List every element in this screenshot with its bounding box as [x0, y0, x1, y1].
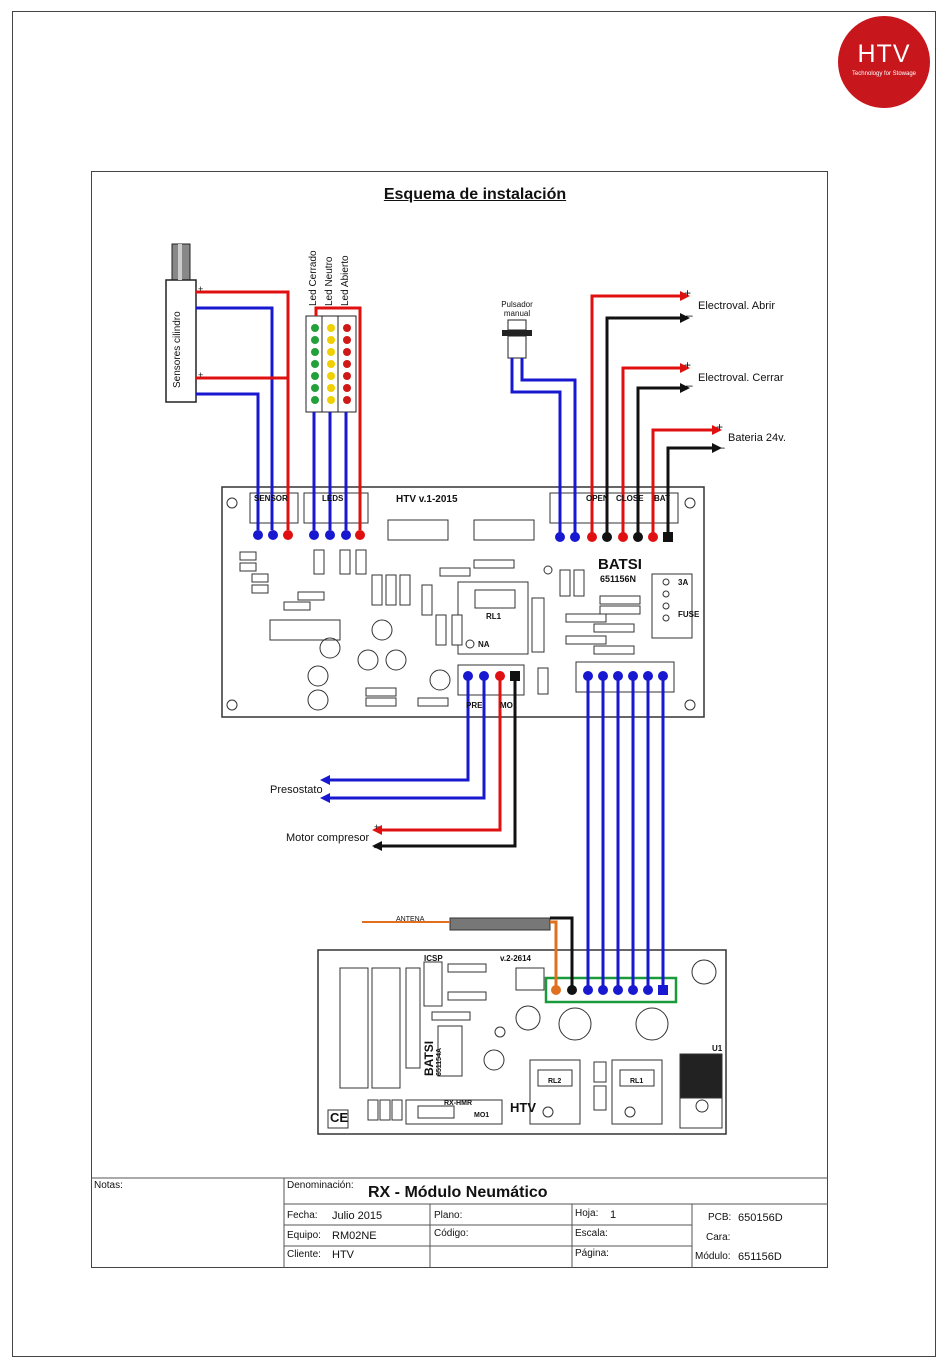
bateria-plus: +	[716, 420, 724, 434]
bat-connector-label: BAT	[654, 494, 670, 503]
led-abierto-label: Led Abierto	[340, 255, 351, 306]
escala-label: Escala:	[575, 1228, 608, 1239]
pre-connector-label: PRE	[466, 701, 483, 710]
fecha-label: Fecha:	[287, 1210, 318, 1221]
sensor-plus-2: +	[198, 370, 204, 380]
na-label-top: NA	[478, 640, 490, 649]
htv-board-mark: HTV	[510, 1100, 536, 1115]
equipo-value: RM02NE	[332, 1230, 377, 1242]
bottom-board-brand: BATSI	[422, 1040, 436, 1076]
bottom-board-model: v.2-2614	[500, 954, 531, 963]
htv-logo: HTV Technology for Stowage	[838, 16, 930, 108]
modulo-label: Módulo:	[695, 1251, 731, 1262]
sensor-plus-1: +	[198, 284, 204, 294]
ce-mark: CE	[330, 1110, 349, 1125]
notas-label: Notas:	[94, 1180, 123, 1191]
top-board-brand: BATSI	[598, 556, 642, 573]
motor-plus: +	[374, 822, 380, 832]
led-cerrado-label: Led Cerrado	[308, 250, 319, 306]
cara-label: Cara:	[706, 1232, 731, 1243]
electroval-abrir-label: Electroval. Abrir	[698, 300, 776, 312]
sensor-cylinder	[165, 243, 197, 403]
bateria-minus: –	[718, 440, 725, 454]
fecha-value: Julio 2015	[332, 1210, 383, 1222]
fuse-rating: 3A	[678, 578, 689, 587]
pcb-label: PCB:	[708, 1212, 732, 1223]
equipo-label: Equipo:	[287, 1230, 321, 1241]
terminal-dots	[253, 530, 673, 995]
antena-label: ANTENA	[396, 916, 425, 923]
electroval-cerrar-label: Electroval. Cerrar	[698, 372, 784, 384]
denominacion-label: Denominación:	[287, 1180, 354, 1191]
wires	[196, 290, 712, 990]
led-yellow-series	[327, 324, 335, 404]
page-frame	[12, 11, 936, 1357]
logo-tagline: Technology for Stowage	[851, 71, 917, 77]
hoja-value: 1	[610, 1209, 617, 1221]
led-green-series	[311, 324, 319, 404]
led-neutro-label: Led Neutro	[324, 256, 335, 306]
diagram-title: Esquema de instalación	[383, 186, 567, 203]
abrir-minus: –	[686, 308, 693, 322]
open-connector-label: OPEN	[586, 494, 609, 503]
top-board-model: HTV v.1-2015	[396, 494, 458, 505]
sensor-connector-label: SENSOR	[254, 494, 288, 503]
abrir-plus: +	[684, 286, 692, 300]
bottom-board-code: 651154A	[436, 1047, 443, 1076]
title-block-grid	[91, 1177, 828, 1268]
led-red-series	[343, 324, 351, 404]
pagina-label: Página:	[575, 1248, 609, 1259]
plano-label: Plano:	[434, 1210, 463, 1221]
fuse-label: FUSE	[678, 610, 700, 619]
mo1-label: MO1	[474, 1112, 490, 1119]
u1-label: U1	[712, 1044, 723, 1053]
hoja-label: Hoja:	[575, 1208, 599, 1219]
relay-1-label: RL1	[630, 1078, 644, 1085]
mo-connector-label: MO	[500, 701, 513, 710]
relay-2-label: RL2	[548, 1078, 562, 1085]
relay-label-top: RL1	[486, 612, 502, 621]
leds-connector-label: LEDS	[322, 494, 344, 503]
motor-label: Motor compresor	[286, 832, 370, 844]
pulsador-label: Pulsador manual	[501, 300, 533, 318]
pcb-value: 650156D	[738, 1212, 783, 1224]
drawing-sheet	[91, 171, 828, 1268]
push-button	[502, 319, 532, 359]
close-connector-label: CLOSE	[616, 494, 644, 503]
presostato-label: Presostato	[270, 784, 323, 796]
motor-minus: _	[374, 838, 380, 848]
arrow-heads	[320, 291, 722, 851]
cliente-label: Cliente:	[287, 1249, 321, 1260]
receiver-pcb	[317, 917, 727, 1135]
sensores-label: Sensores cilindro	[172, 311, 183, 388]
bateria-label: Bateria 24v.	[728, 432, 786, 444]
denominacion-value: RX - Módulo Neumático	[368, 1184, 548, 1201]
cerrar-minus: –	[686, 378, 693, 392]
top-board-code: 651156N	[600, 574, 637, 584]
cliente-value: HTV	[332, 1249, 354, 1261]
logo-name: HTV	[857, 40, 911, 68]
codigo-label: Código:	[434, 1228, 469, 1239]
rx-hmr-label: RX-HMR	[444, 1100, 472, 1107]
icsp-label: ICSP	[424, 954, 443, 963]
modulo-value: 651156D	[738, 1251, 782, 1263]
cerrar-plus: +	[684, 358, 692, 372]
